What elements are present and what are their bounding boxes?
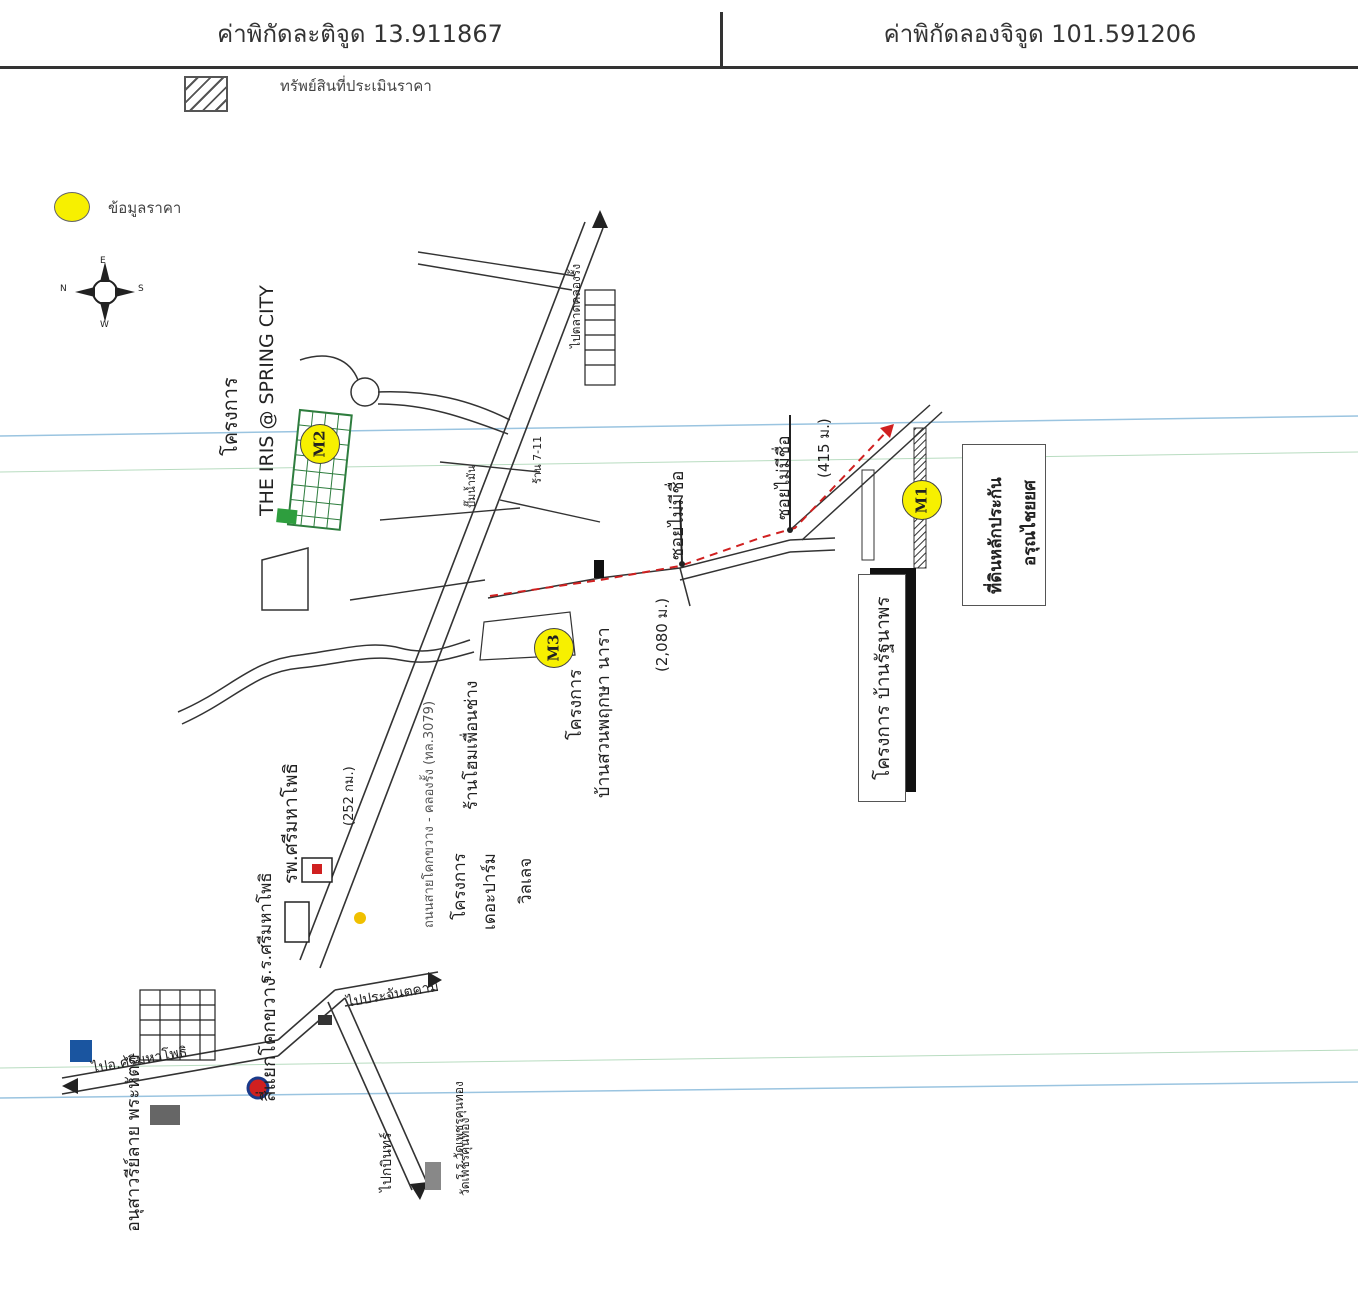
market-housing	[584, 289, 616, 386]
srimahaphot-road	[61, 971, 439, 1095]
marker-m1[interactable]: M1	[902, 480, 942, 520]
west-side-road	[177, 639, 471, 713]
marker-m2[interactable]: M2	[300, 424, 340, 464]
header-divider	[720, 12, 723, 66]
baan-suan-label-1: โครงการ	[565, 669, 586, 740]
to-kabinburi-label: ไปกบินทร์	[379, 1132, 395, 1192]
distance-252: (252 กม.)	[342, 766, 357, 826]
main-road-label: ถนนสายโคกขวาง - คลองรั้ง (ทล.3079)	[422, 700, 437, 928]
compass-icon	[75, 262, 135, 322]
compass-n: N	[60, 284, 67, 294]
traffic-light-icon	[318, 1015, 332, 1025]
appraised-property-legend: ทรัพย์สินที่ประเมินราคา	[280, 77, 432, 95]
candle-icon	[354, 912, 366, 924]
gas-station-label: ปั๊มน้ำมัน	[465, 465, 478, 508]
temple-label: วัดเพชรคุนทอง	[458, 1117, 472, 1196]
longitude-label: ค่าพิกัดลองจิจูด 101.591206	[883, 20, 1197, 48]
the-parm-label-2: เดอะปาร์ม	[480, 853, 500, 930]
east-arrow-icon	[428, 972, 442, 988]
kabinburi-road	[327, 997, 429, 1191]
adjacent-plot	[861, 469, 875, 561]
side-streets	[349, 251, 601, 601]
baan-rung-label: โครงการ บ้านรัฐนาพร	[872, 596, 894, 780]
bank-icon	[70, 1040, 92, 1062]
baan-suan-plot	[479, 611, 576, 661]
intersection-label: สี่แยกโคกขวาง	[258, 977, 280, 1102]
monument-housing	[139, 989, 216, 1061]
marker-m3[interactable]: M3	[534, 628, 574, 668]
gas-station-icon	[246, 1076, 270, 1100]
compass-s: S	[138, 284, 144, 294]
to-market-label: ไปตลาดคลองรั้ง	[569, 263, 583, 348]
compass-e: E	[100, 256, 106, 266]
home-shop-label: ร้านโฮมเพื่อนช่าง	[462, 680, 482, 810]
route-path	[489, 427, 891, 597]
main-road	[299, 221, 604, 969]
project-plot	[261, 547, 309, 611]
soi-label-1: ซอยไม่มีชื่อ	[667, 470, 688, 560]
baan-suan-label-2: บ้านสวนพฤกษา นารา	[593, 627, 614, 798]
coordinates-header: ค่าพิกัดละติจูด 13.911867 ค่าพิกัดลองจิจ…	[0, 0, 1358, 69]
the-parm-label-3: วิลเลจ	[516, 857, 536, 904]
hatch-legend-icon	[184, 76, 228, 112]
collateral-callout-box	[962, 444, 1046, 606]
scan-line	[0, 415, 1358, 437]
store-icon	[594, 560, 604, 578]
collateral-caption: ที่ดินหลักประกัน	[986, 477, 1006, 594]
the-parm-label-1: โครงการ	[450, 853, 470, 920]
distance-415: (415 ม.)	[815, 418, 833, 478]
temple-icon	[425, 1162, 441, 1190]
collateral-caption-2: อรุณไชยยศ	[1020, 480, 1040, 566]
price-data-legend-icon	[54, 192, 90, 222]
hospital-icon	[301, 857, 333, 883]
north-arrow-icon	[592, 210, 608, 228]
baan-rung-box	[858, 574, 906, 802]
roundabout	[350, 377, 380, 407]
latitude-label: ค่าพิกัดละติจูด 13.911867	[217, 20, 503, 48]
south-arrow-icon	[410, 1182, 428, 1200]
route-arrow-icon	[880, 424, 894, 438]
school-label: ร.ร.ศรีมหาโพธิ	[256, 872, 276, 984]
price-data-legend: ข้อมูลราคา	[108, 199, 182, 217]
west-arrow-icon	[62, 1078, 78, 1094]
compass-w: W	[100, 320, 109, 330]
soi-label-2: ซอยไม่มีชื่อ	[774, 435, 794, 520]
monument-icon	[150, 1105, 180, 1125]
scan-line	[0, 451, 1358, 473]
distance-2080: (2,080 ม.)	[653, 597, 671, 672]
seven-eleven-label: ร้าน 7-11	[531, 435, 544, 484]
hospital-label: รพ.ศรีมหาโพธิ	[280, 762, 302, 884]
school-icon	[284, 901, 310, 943]
iris-project-word: โครงการ	[218, 377, 242, 456]
iris-project-name: THE IRIS @ SPRING CITY	[256, 285, 278, 516]
scan-line	[0, 1081, 1358, 1099]
monument-label: อนุสาวรีย์ลาย พระหัตถ์	[123, 1054, 144, 1232]
